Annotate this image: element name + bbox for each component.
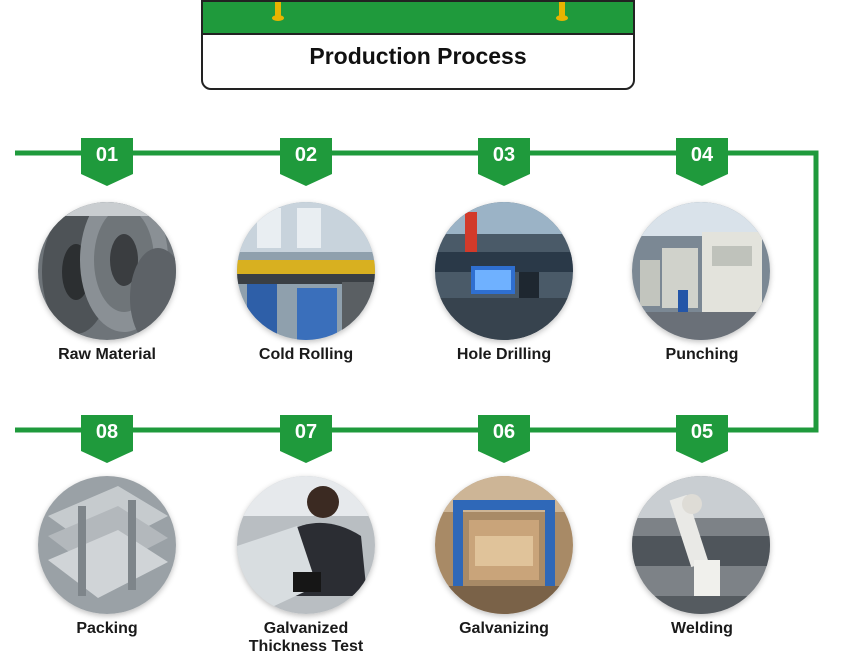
step-badge-05: 05 xyxy=(676,415,728,463)
galvanizing-plant-photo xyxy=(435,476,573,614)
thickness-test-photo xyxy=(237,476,375,614)
packed-parts-photo xyxy=(38,476,176,614)
step-label-01: Raw Material xyxy=(58,346,156,363)
steel-coil-photo xyxy=(38,202,176,340)
step-badge-04: 04 xyxy=(676,138,728,186)
step-label-04: Punching xyxy=(665,346,739,363)
step-label-08: Packing xyxy=(76,620,138,637)
step-badge-08: 08 xyxy=(81,415,133,463)
step-badge-02: 02 xyxy=(280,138,332,186)
title-box: Production Process xyxy=(201,0,635,90)
step-badge-03: 03 xyxy=(478,138,530,186)
welding-robot-photo xyxy=(632,476,770,614)
punch-press-photo xyxy=(632,202,770,340)
pin-icon xyxy=(556,2,568,21)
pin-icon xyxy=(272,2,284,21)
drilling-machine-photo xyxy=(435,202,573,340)
step-badge-06: 06 xyxy=(478,415,530,463)
rolling-mill-photo xyxy=(237,202,375,340)
step-badge-07: 07 xyxy=(280,415,332,463)
step-label-06: Galvanizing xyxy=(459,620,549,637)
page-title: Production Process xyxy=(309,43,527,69)
step-label-03: Hole Drilling xyxy=(456,346,552,363)
step-badge-01: 01 xyxy=(81,138,133,186)
step-label-05: Welding xyxy=(671,620,733,637)
step-label-02: Cold Rolling xyxy=(258,346,354,363)
